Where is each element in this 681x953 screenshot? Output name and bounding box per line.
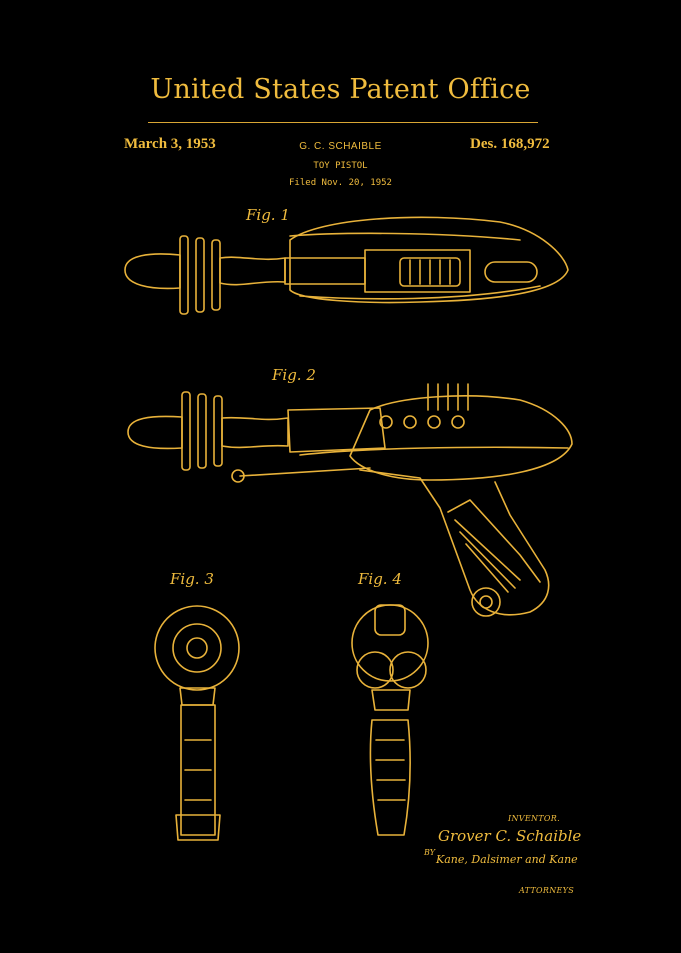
fig-3-drawing	[154, 605, 240, 841]
patent-title: TOY PISTOL	[313, 161, 368, 171]
fig-1-drawing	[124, 216, 569, 315]
inventor-name: G. C. SCHAIBLE	[299, 141, 382, 152]
fig-2-label: Fig. 2	[272, 366, 316, 384]
fig-3-label: Fig. 3	[170, 570, 214, 588]
inventor-signature: Grover C. Schaible	[438, 827, 582, 845]
design-number: Des. 168,972	[470, 136, 550, 152]
patent-date: March 3, 1953	[124, 136, 216, 152]
fig-4-label: Fig. 4	[358, 570, 402, 588]
fig-1-label: Fig. 1	[246, 206, 290, 224]
inventor-label: INVENTOR.	[508, 814, 560, 823]
filed-date: Filed Nov. 20, 1952	[289, 178, 392, 188]
header-rule	[148, 122, 538, 123]
by-label: BY	[424, 848, 436, 857]
attorneys-label: ATTORNEYS	[519, 886, 575, 895]
fig-4-drawing	[351, 604, 429, 836]
patent-office-title: United States Patent Office	[150, 74, 531, 105]
attorney-signature: Kane, Dalsimer and Kane	[436, 853, 578, 866]
fig-2-drawing	[127, 383, 573, 617]
